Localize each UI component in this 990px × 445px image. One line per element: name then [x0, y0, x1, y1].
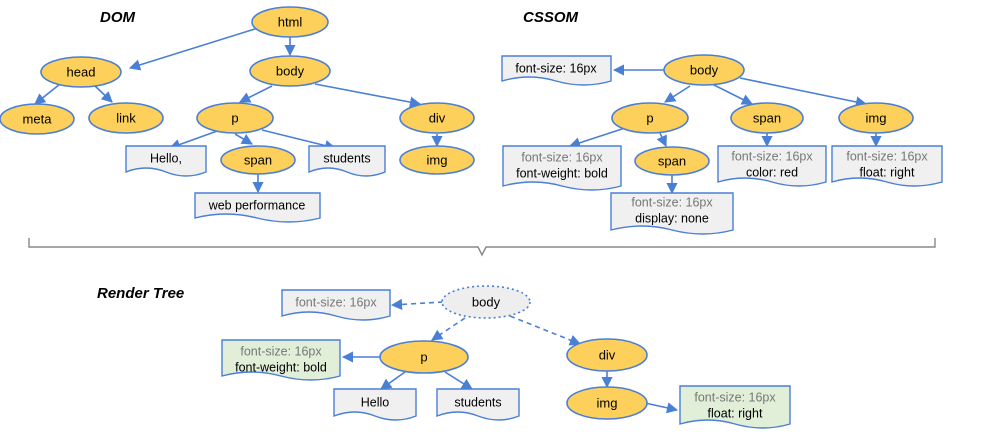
cssom-span-style — [717, 145, 827, 187]
render-node-img-label: img — [597, 395, 618, 410]
render-node-body-label: body — [472, 294, 501, 309]
dom-node-link — [88, 102, 164, 134]
render-img-style-line2: float: right — [708, 406, 763, 420]
cssom-node-body-label: body — [690, 62, 719, 77]
render-node-div-label: div — [599, 347, 616, 362]
dom-node-p-label: p — [231, 110, 238, 125]
dom-text-web-performance-label: web performance — [208, 198, 306, 212]
render-tree: body p div img font-size: 16px font-size… — [221, 285, 791, 429]
dom-node-p — [196, 102, 274, 134]
dom-node-meta — [0, 103, 75, 135]
cssom-node-body — [663, 54, 745, 86]
dom-node-body-label: body — [276, 63, 305, 78]
dom-node-html-label: html — [278, 14, 303, 29]
dom-tree: html head body meta link p div span img … — [0, 6, 475, 223]
render-p-style — [221, 339, 341, 381]
dom-node-body — [249, 55, 331, 87]
edge-cssom-body-p — [664, 85, 691, 103]
cssom-node-p-span-label: span — [658, 153, 686, 168]
dom-text-hello — [125, 145, 207, 177]
cssom-tree: body p span img span font-size: 16px fon… — [501, 54, 943, 235]
render-text-students-label: students — [454, 395, 501, 409]
edge-cssom-p-style — [568, 127, 626, 149]
render-text-hello-label: Hello — [361, 395, 390, 409]
render-img-style — [679, 385, 791, 429]
dom-node-img — [399, 145, 475, 175]
dom-node-span-label: span — [244, 152, 272, 167]
edge-render-body-div — [509, 315, 582, 346]
render-node-p — [379, 340, 469, 374]
dom-node-div — [399, 102, 475, 134]
edge-head-link — [94, 85, 113, 103]
cssom-p-span-style-line1: font-size: 16px — [631, 195, 713, 209]
render-p-style-line2: font-weight: bold — [235, 360, 327, 374]
edge-cssom-body-img — [739, 77, 868, 108]
render-text-students — [436, 388, 520, 421]
render-body-style-label: font-size: 16px — [295, 295, 377, 309]
cssom-img-style — [831, 145, 943, 187]
cssom-p-style-line1: font-size: 16px — [521, 150, 603, 164]
edge-head-meta — [34, 83, 61, 105]
edge-p-span — [234, 133, 253, 145]
cssom-body-style-label: font-size: 16px — [515, 61, 597, 75]
cssom-span-style-line1: font-size: 16px — [731, 149, 813, 163]
dom-node-img-label: img — [427, 152, 448, 167]
cssom-p-span-style-line2: display: none — [635, 211, 709, 225]
cssom-p-style — [502, 145, 622, 191]
cssom-span-style-line2: color: red — [746, 165, 798, 179]
cssom-node-img-label: img — [866, 110, 887, 125]
edge-render-body-style — [390, 298, 444, 310]
edge-cssom-body-span — [711, 83, 754, 105]
dom-node-div-label: div — [429, 110, 446, 125]
dom-node-html — [251, 6, 329, 38]
edge-cssom-p-span — [656, 132, 667, 148]
render-tree-title: Render Tree — [97, 285, 184, 302]
dom-text-students — [308, 145, 386, 177]
cssom-node-p — [611, 102, 689, 134]
dom-node-span — [220, 145, 296, 175]
render-node-div — [566, 338, 648, 372]
cssom-img-style-line2: float: right — [860, 165, 915, 179]
edge-body-p — [238, 85, 273, 103]
edge-p-students — [261, 129, 337, 152]
dom-node-meta-label: meta — [23, 111, 53, 126]
dom-title: DOM — [100, 9, 136, 26]
cssom-node-img — [838, 102, 914, 134]
cssom-node-span-label: span — [753, 110, 781, 125]
render-node-body — [441, 285, 531, 319]
render-body-style — [281, 289, 391, 321]
render-p-style-line1: font-size: 16px — [240, 344, 322, 358]
cssom-title: CSSOM — [523, 9, 579, 26]
render-text-hello — [333, 388, 417, 421]
dom-node-link-label: link — [116, 110, 136, 125]
cssom-node-span — [730, 102, 804, 134]
cssom-img-style-line1: font-size: 16px — [846, 149, 928, 163]
edge-body-div — [314, 83, 422, 108]
cssom-p-span-style — [610, 192, 734, 235]
dom-text-hello-label: Hello, — [150, 151, 182, 165]
edge-p-hello — [168, 129, 221, 150]
dom-node-head-label: head — [67, 64, 96, 79]
dom-node-head — [40, 56, 122, 88]
edge-render-p-hello — [380, 371, 406, 390]
render-node-p-label: p — [420, 349, 427, 364]
merge-brace — [28, 238, 936, 257]
cssom-p-style-line2: font-weight: bold — [516, 166, 608, 180]
edge-render-img-style — [644, 402, 679, 414]
cssom-node-p-label: p — [646, 110, 653, 125]
render-node-img — [566, 386, 648, 420]
cssom-body-style — [501, 55, 612, 86]
edge-render-p-students — [444, 371, 473, 390]
dom-text-students-label: students — [323, 151, 370, 165]
edge-render-body-p — [431, 317, 466, 341]
edge-html-head — [128, 27, 259, 71]
cssom-node-p-span — [634, 146, 710, 176]
render-img-style-line1: font-size: 16px — [694, 390, 776, 404]
dom-text-web-performance — [194, 192, 321, 223]
